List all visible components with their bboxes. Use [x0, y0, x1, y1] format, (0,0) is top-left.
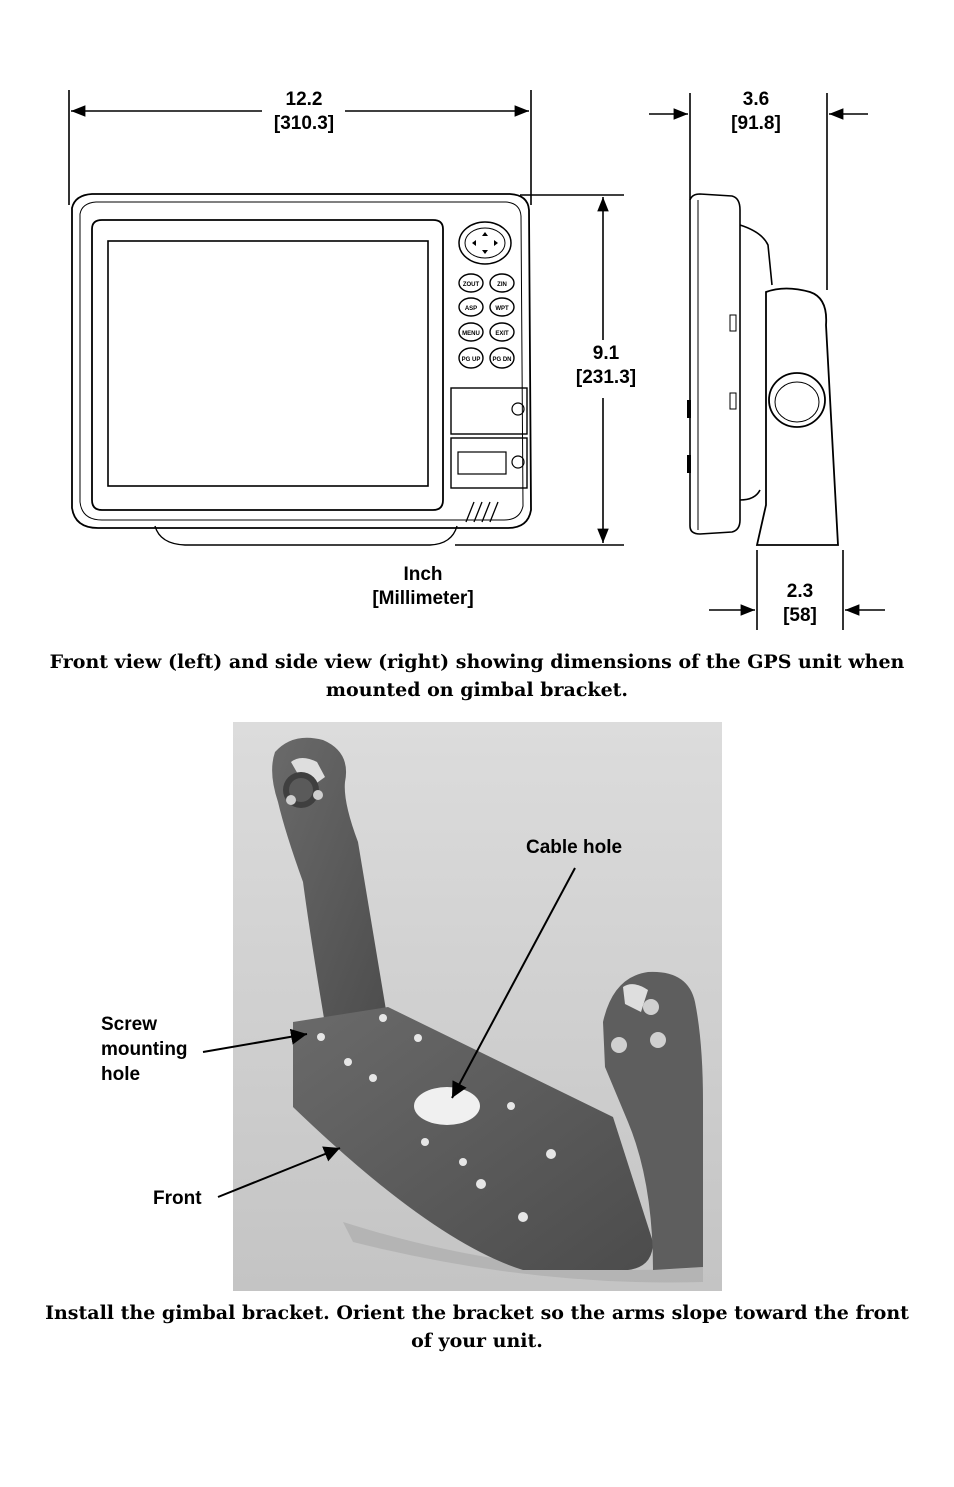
keypad-button: PG UP	[458, 347, 484, 369]
screw-label-line2: mounting	[101, 1039, 188, 1060]
width-inches: 12.2	[285, 89, 323, 110]
width-label: 12.2 [310.3]	[254, 88, 354, 136]
screw-label-line3: hole	[101, 1064, 141, 1085]
keypad-label: MENU	[462, 331, 480, 337]
keypad: ZOUT ZIN ASP WPT MENU EXIT PG UP PG DN	[458, 273, 515, 369]
depth-inches: 3.6	[742, 89, 770, 110]
keypad-label: ASP	[465, 306, 477, 312]
keypad-label: PG DN	[492, 357, 511, 363]
units-legend-millimeter: [Millimeter]	[372, 588, 474, 609]
depth-dimension-line	[649, 93, 868, 290]
keypad-label: ZOUT	[463, 282, 480, 288]
height-label: 9.1 [231.3]	[556, 342, 656, 390]
depth-label: 3.6 [91.8]	[706, 88, 806, 136]
base-label: 2.3 [58]	[750, 580, 850, 628]
gimbal-bracket-photo	[233, 722, 722, 1291]
keypad-button: EXIT	[489, 322, 515, 342]
units-legend: Inch [Millimeter]	[343, 563, 503, 611]
depth-millimeters: [91.8]	[731, 113, 781, 134]
keypad-button: PG DN	[489, 347, 515, 369]
front-label: Front	[153, 1188, 202, 1209]
gps-side-view	[687, 193, 839, 546]
base-inches: 2.3	[786, 581, 814, 602]
figure-caption-install: Install the gimbal bracket. Orient the b…	[45, 1302, 909, 1352]
callout-arrows	[202, 867, 576, 1198]
keypad-button: ZOUT	[458, 273, 484, 293]
gps-front-view	[71, 193, 532, 546]
keypad-button: WPT	[489, 297, 515, 317]
height-inches: 9.1	[592, 343, 620, 364]
keypad-button: ASP	[458, 297, 484, 317]
cable-hole-arrow	[451, 867, 576, 1099]
screw-label-line1: Screw	[101, 1014, 157, 1035]
front-arrow	[217, 1146, 341, 1198]
width-millimeters: [310.3]	[273, 113, 335, 134]
keypad-label: WPT	[495, 306, 509, 312]
base-millimeters: [58]	[783, 605, 817, 626]
keypad-label: PG UP	[462, 357, 481, 363]
keypad-button: MENU	[458, 322, 484, 342]
height-millimeters: [231.3]	[575, 367, 637, 388]
cable-hole-label: Cable hole	[526, 837, 623, 858]
screw-hole-arrow	[202, 1028, 308, 1053]
width-dimension-line	[68, 90, 532, 205]
keypad-label: EXIT	[495, 331, 509, 337]
keypad-button: ZIN	[489, 273, 515, 293]
dimension-diagram: ZOUT ZIN ASP WPT MENU EXIT PG UP PG DN	[68, 90, 885, 630]
gimbal-bracket-illustration	[233, 722, 722, 1291]
figure-caption-dimensions: Front view (left) and side view (right) …	[49, 651, 905, 701]
keypad-label: ZIN	[497, 282, 507, 288]
screw-mounting-hole-label: Screw mounting hole	[101, 1012, 188, 1087]
base-dimension-line	[709, 550, 885, 630]
height-dimension-line	[455, 194, 624, 546]
units-legend-inch: Inch	[403, 564, 443, 585]
